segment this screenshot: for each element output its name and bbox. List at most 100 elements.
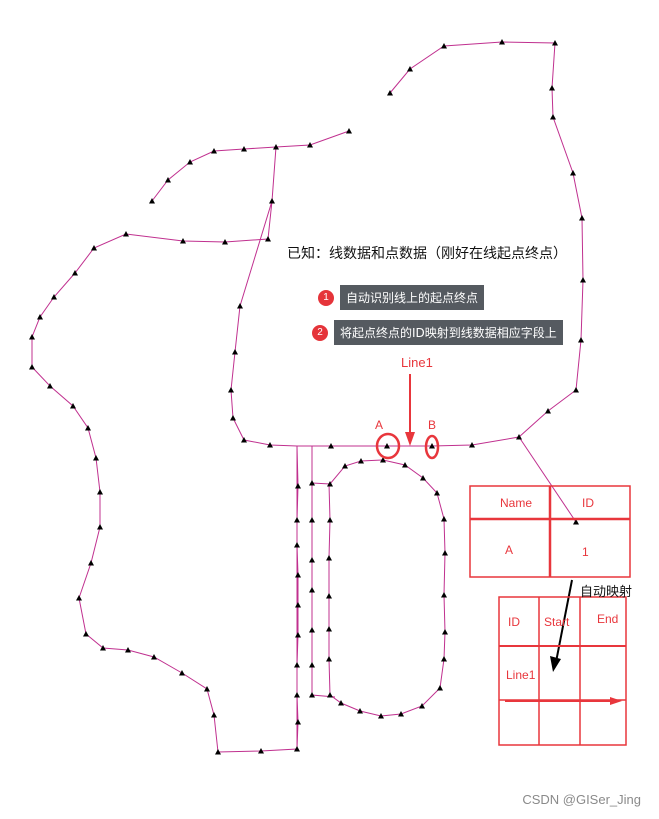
- vertex-marker: [241, 437, 247, 443]
- vertex-marker: [294, 517, 300, 523]
- vertex-marker: [442, 550, 448, 556]
- vertex-marker: [309, 557, 315, 563]
- vertex-marker: [307, 142, 313, 148]
- vertex-marker: [97, 489, 103, 495]
- vertex-marker: [380, 457, 386, 463]
- vertex-marker: [580, 277, 586, 283]
- vertex-marker: [342, 463, 348, 469]
- line-segment-7: [518, 436, 577, 523]
- vertex-marker: [419, 703, 425, 709]
- step-1-number: 1: [318, 289, 334, 306]
- vertex-marker: [72, 270, 78, 276]
- vertex-marker: [204, 686, 210, 692]
- vertex-marker: [434, 490, 440, 496]
- vertex-marker: [327, 481, 333, 487]
- vertex-marker: [273, 144, 279, 150]
- vertex-marker: [295, 483, 301, 489]
- vertex-marker: [326, 626, 332, 632]
- vertex-marker: [241, 146, 247, 152]
- vertex-marker: [441, 516, 447, 522]
- vertex-marker: [346, 128, 352, 134]
- vertex-marker: [407, 66, 413, 72]
- vertex-marker: [552, 40, 558, 46]
- point-table-header-name: Name: [500, 496, 533, 510]
- vertex-marker: [338, 700, 344, 706]
- vertex-marker: [165, 177, 171, 183]
- line-segment-6: [311, 459, 446, 717]
- vertex-marker: [237, 303, 243, 309]
- vertex-marker: [47, 383, 53, 389]
- mapping-arrow-head: [550, 656, 561, 672]
- vertex-marker: [499, 39, 505, 45]
- vertex-marker: [294, 746, 300, 752]
- vertex-marker: [179, 670, 185, 676]
- vertex-marker: [328, 443, 334, 449]
- vertex-marker: [573, 387, 579, 393]
- line-segment-3: [31, 200, 298, 753]
- vertex-marker: [357, 708, 363, 714]
- point-b-circle: [424, 434, 440, 460]
- vertex-marker: [232, 349, 238, 355]
- vertex-marker: [437, 685, 443, 691]
- step-2-label: 将起点终点的ID映射到线数据相应字段上: [334, 320, 563, 345]
- vertex-marker: [441, 43, 447, 49]
- vertex-marker: [326, 555, 332, 561]
- vertex-marker: [295, 602, 301, 608]
- vertex-marker: [309, 692, 315, 698]
- vertex-marker: [294, 692, 300, 698]
- step-1: 1 自动识别线上的起点终点: [318, 285, 485, 310]
- line1-arrow-head: [405, 432, 415, 446]
- vertex-marker: [88, 560, 94, 566]
- line-table-arrow-head: [610, 697, 622, 705]
- vertex-marker: [267, 442, 273, 448]
- vertex-marker: [258, 748, 264, 754]
- vertex-marker: [441, 592, 447, 598]
- vertex-marker: [469, 442, 475, 448]
- vertex-marker: [545, 408, 551, 414]
- vertex-marker: [570, 170, 576, 176]
- point-table-cell-name: A: [505, 543, 514, 557]
- point-table-header-id: ID: [582, 496, 594, 510]
- vertex-marker: [228, 387, 234, 393]
- vertex-marker: [578, 337, 584, 343]
- vertex-marker: [398, 711, 404, 717]
- vertex-marker: [211, 148, 217, 154]
- vertex-marker: [387, 90, 393, 96]
- vertex-marker: [442, 629, 448, 635]
- vertex-marker: [327, 692, 333, 698]
- vertex-marker: [309, 587, 315, 593]
- vertex-marker: [420, 475, 426, 481]
- line-table-header-end: End: [597, 612, 619, 626]
- vertex-marker: [265, 236, 271, 242]
- annotations: [375, 374, 631, 746]
- vertex-marker: [222, 239, 228, 245]
- line-segment-2: [230, 41, 584, 447]
- watermark: CSDN @GISer_Jing: [522, 792, 641, 807]
- line-table-border: [498, 596, 627, 746]
- vertex-marker: [180, 238, 186, 244]
- vertex-marker: [211, 712, 217, 718]
- vertex-marker: [97, 524, 103, 530]
- mapping-label: 自动映射: [580, 585, 633, 600]
- vertex-marker: [295, 572, 301, 578]
- vertex-marker: [149, 198, 155, 204]
- vertex-marker: [358, 458, 364, 464]
- vertex-marker: [579, 215, 585, 221]
- vertex-marker: [573, 519, 579, 525]
- point-a-circle: [375, 432, 401, 460]
- vertex-marker: [123, 231, 129, 237]
- vertex-marker: [85, 425, 91, 431]
- vertex-marker: [215, 749, 221, 755]
- vertex-marker: [327, 517, 333, 523]
- point-a-label: A: [375, 418, 384, 432]
- vertex-marker: [516, 434, 522, 440]
- vertex-marker: [378, 713, 384, 719]
- step-2: 2 将起点终点的ID映射到线数据相应字段上: [312, 320, 563, 345]
- vertex-marker: [29, 364, 35, 370]
- vertex-markers: [29, 39, 586, 755]
- diagram-title: 已知：线数据和点数据（刚好在线起点终点）: [287, 246, 567, 262]
- vertex-marker: [100, 645, 106, 651]
- step-2-number: 2: [312, 324, 328, 341]
- line-table-cell-id: Line1: [506, 668, 536, 682]
